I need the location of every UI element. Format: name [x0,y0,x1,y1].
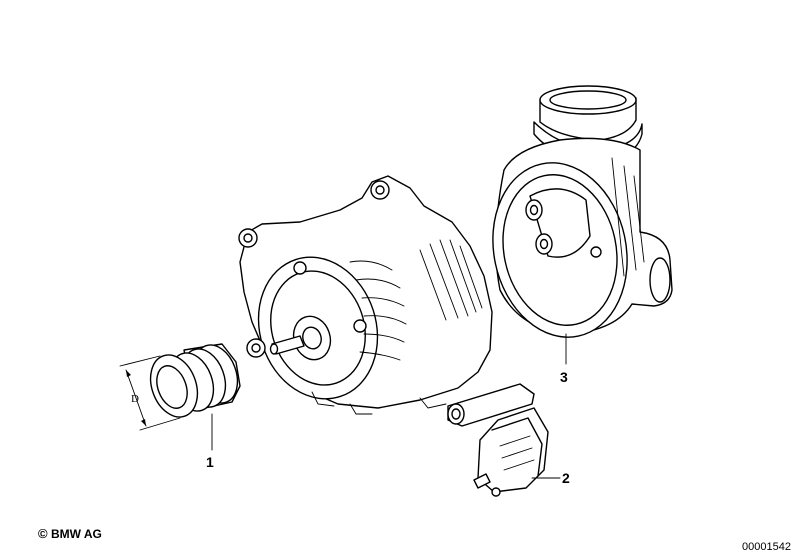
part-number-1: 1 [206,454,214,470]
dimension-label: D [131,393,139,405]
cover-drawing [492,85,673,365]
regulator-drawing [447,383,561,497]
alternator-drawing [238,175,493,415]
copyright-symbol: © [38,526,48,541]
copyright-text: BMW AG [50,527,102,541]
pulley-drawing [119,343,241,451]
part-number-3: 3 [560,369,568,385]
part-number-2: 2 [562,470,570,486]
drawing-number: 00001542 [742,541,791,553]
copyright-notice: © BMW AG [38,526,102,541]
